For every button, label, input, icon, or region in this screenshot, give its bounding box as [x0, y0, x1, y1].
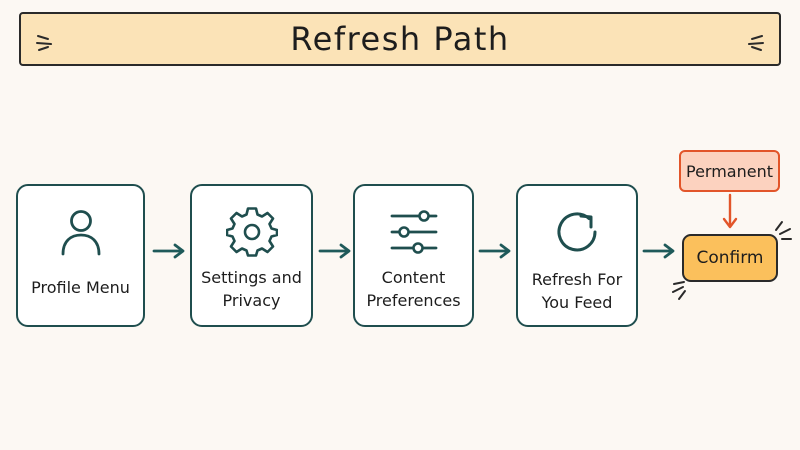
arrow-down-icon: [722, 193, 738, 229]
sparkle-left-icon: [36, 35, 52, 51]
refresh-icon: [557, 212, 597, 252]
step-label: Refresh For You Feed: [531, 270, 623, 312]
step-label: Content Preferences: [366, 268, 461, 310]
burst-top-right-icon: [775, 221, 792, 240]
confirm-box: Confirm: [682, 234, 778, 282]
arrow-right-icon: [642, 243, 675, 259]
page-title: Refresh Path: [290, 20, 510, 58]
title-banner: Refresh Path: [19, 12, 781, 66]
burst-bottom-left-icon: [672, 281, 686, 300]
sliders-icon: [390, 210, 437, 254]
user-icon: [61, 210, 100, 256]
arrow-right-icon: [152, 243, 185, 259]
arrow-right-icon: [478, 243, 511, 259]
sparkle-right-icon: [748, 35, 764, 51]
gear-icon: [225, 207, 278, 257]
permanent-note: Permanent: [679, 150, 780, 192]
step-card-content-preferences: Content Preferences: [353, 184, 474, 327]
permanent-label: Permanent: [685, 161, 773, 181]
step-label: Settings and Privacy: [201, 268, 302, 310]
step-card-profile-menu: Profile Menu: [16, 184, 145, 327]
arrow-right-icon: [318, 243, 351, 259]
confirm-label: Confirm: [696, 248, 764, 268]
step-card-refresh-feed: Refresh For You Feed: [516, 184, 638, 327]
step-label: Profile Menu: [31, 278, 130, 297]
step-card-settings-privacy: Settings and Privacy: [190, 184, 313, 327]
